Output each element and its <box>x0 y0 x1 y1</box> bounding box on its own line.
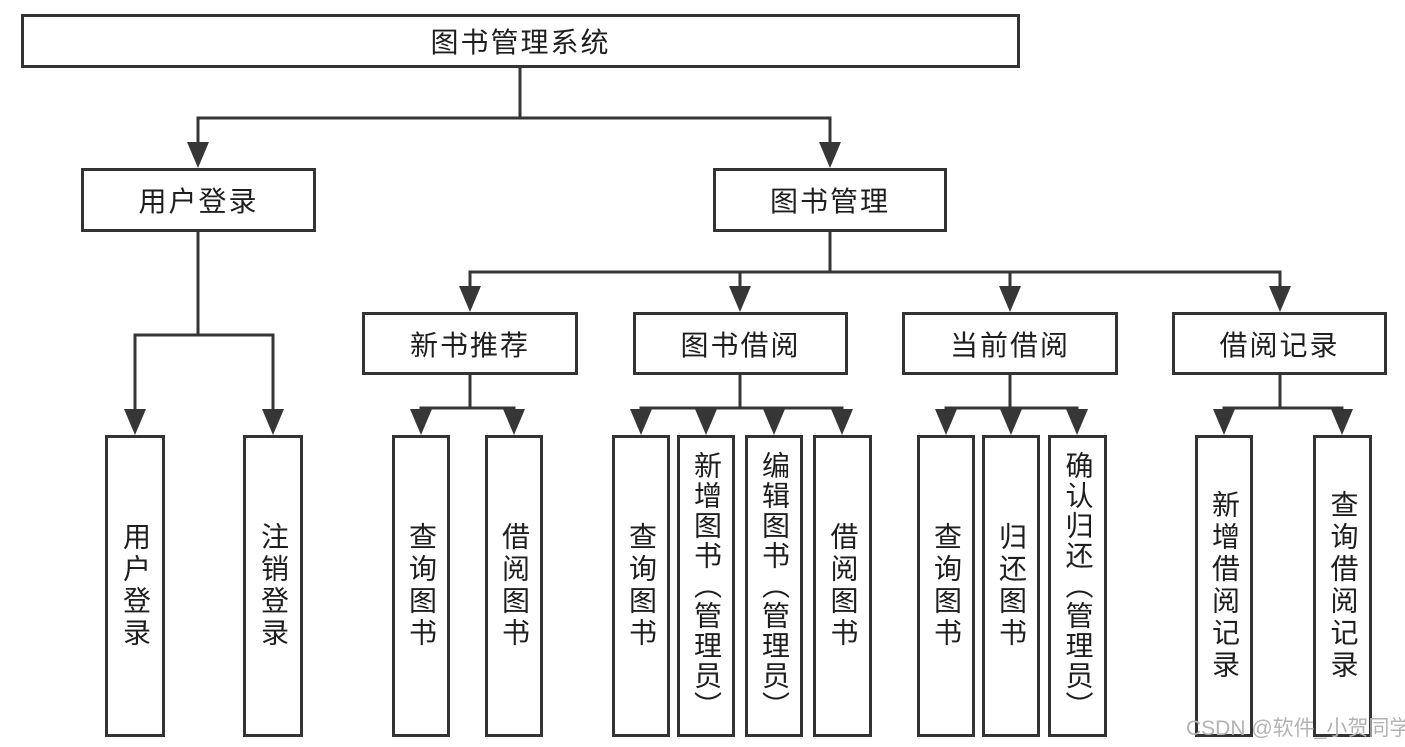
leaf-edit-book-admin: 编辑图书（管理员） <box>745 435 803 737</box>
leaf-query-books-recommend: 查询图书 <box>392 435 450 737</box>
node-borrowing-records: 借阅记录 <box>1172 312 1387 375</box>
leaf-query-books-borrowing: 查询图书 <box>612 435 670 737</box>
leaf-query-books-current: 查询图书 <box>917 435 975 737</box>
leaf-user-login: 用户登录 <box>105 435 165 737</box>
node-user-login: 用户登录 <box>81 168 316 232</box>
arrow-down-icons <box>124 142 1353 435</box>
node-library-management-system: 图书管理系统 <box>21 14 1020 68</box>
leaf-return-books: 归还图书 <box>982 435 1040 737</box>
node-book-management: 图书管理 <box>713 168 947 232</box>
leaf-borrow-books-borrowing: 借阅图书 <box>813 435 872 737</box>
leaf-confirm-return-admin: 确认归还（管理员） <box>1048 435 1107 737</box>
node-book-borrowing: 图书借阅 <box>633 312 848 375</box>
watermark: CSDN @软件_小贺同学 <box>1186 717 1405 740</box>
leaf-logout-login: 注销登录 <box>243 435 303 737</box>
leaf-add-borrow-record: 新增借阅记录 <box>1195 435 1253 737</box>
node-new-book-recommendation: 新书推荐 <box>362 312 578 375</box>
node-current-borrowing: 当前借阅 <box>902 312 1118 375</box>
leaf-add-book-admin: 新增图书（管理员） <box>677 435 735 737</box>
leaf-borrow-books-recommend: 借阅图书 <box>485 435 543 737</box>
leaf-query-borrow-record: 查询借阅记录 <box>1313 435 1372 737</box>
